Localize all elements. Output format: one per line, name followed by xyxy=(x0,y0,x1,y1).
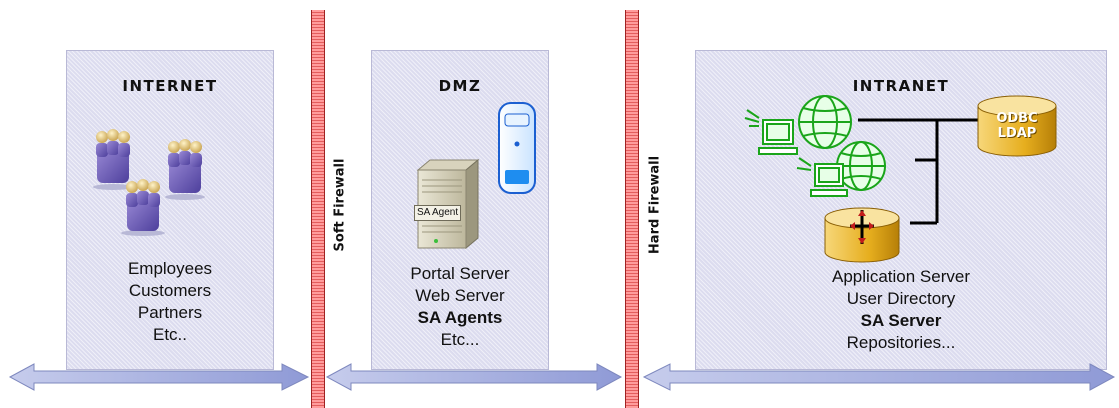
dmz-zone-title: DMZ xyxy=(438,77,482,95)
internet-line-etc: Etc.. xyxy=(152,325,187,344)
internet-flow-arrow xyxy=(8,363,310,391)
internet-zone: INTERNET Employees Customers Partners Et… xyxy=(66,50,274,370)
server-database-icon xyxy=(824,207,900,263)
intranet-flow-arrow xyxy=(642,363,1116,391)
soft-firewall-label: Soft Firewall xyxy=(332,158,348,252)
internet-zone-title: INTERNET xyxy=(122,77,218,95)
server-tower-icon: SA Agent xyxy=(412,158,482,250)
intranet-line-user-directory: User Directory xyxy=(846,289,956,308)
internet-line-employees: Employees xyxy=(127,259,213,278)
hard-firewall-wall xyxy=(625,10,639,408)
server-tag: SA Agent xyxy=(414,205,462,221)
intranet-line-application-server: Application Server xyxy=(832,267,970,286)
dmz-flow-arrow xyxy=(325,363,623,391)
internet-line-partners: Partners xyxy=(137,303,203,322)
users-group-icon xyxy=(93,129,205,236)
globe-workstation-icon xyxy=(744,95,852,155)
database-label-ldap: LDAP xyxy=(997,126,1037,141)
intranet-connector-lines xyxy=(858,118,980,225)
intranet-zone-title: INTRANET xyxy=(852,77,950,95)
intranet-line-sa-server: SA Server xyxy=(860,311,942,330)
mobile-device-icon xyxy=(498,102,536,194)
soft-firewall-wall xyxy=(311,10,325,408)
internet-line-customers: Customers xyxy=(128,281,212,300)
dmz-line-portal-server: Portal Server xyxy=(410,264,510,283)
dmz-line-sa-agents: SA Agents xyxy=(417,308,503,327)
intranet-line-repositories: Repositories... xyxy=(846,333,956,352)
dmz-line-web-server: Web Server xyxy=(415,286,505,305)
hard-firewall-label: Hard Firewall xyxy=(647,155,663,255)
globe-workstation-icon xyxy=(796,141,886,197)
database-label-odbc: ODBC xyxy=(996,111,1038,126)
dmz-line-etc: Etc... xyxy=(440,330,480,349)
database-icon: ODBC LDAP xyxy=(974,94,1060,158)
